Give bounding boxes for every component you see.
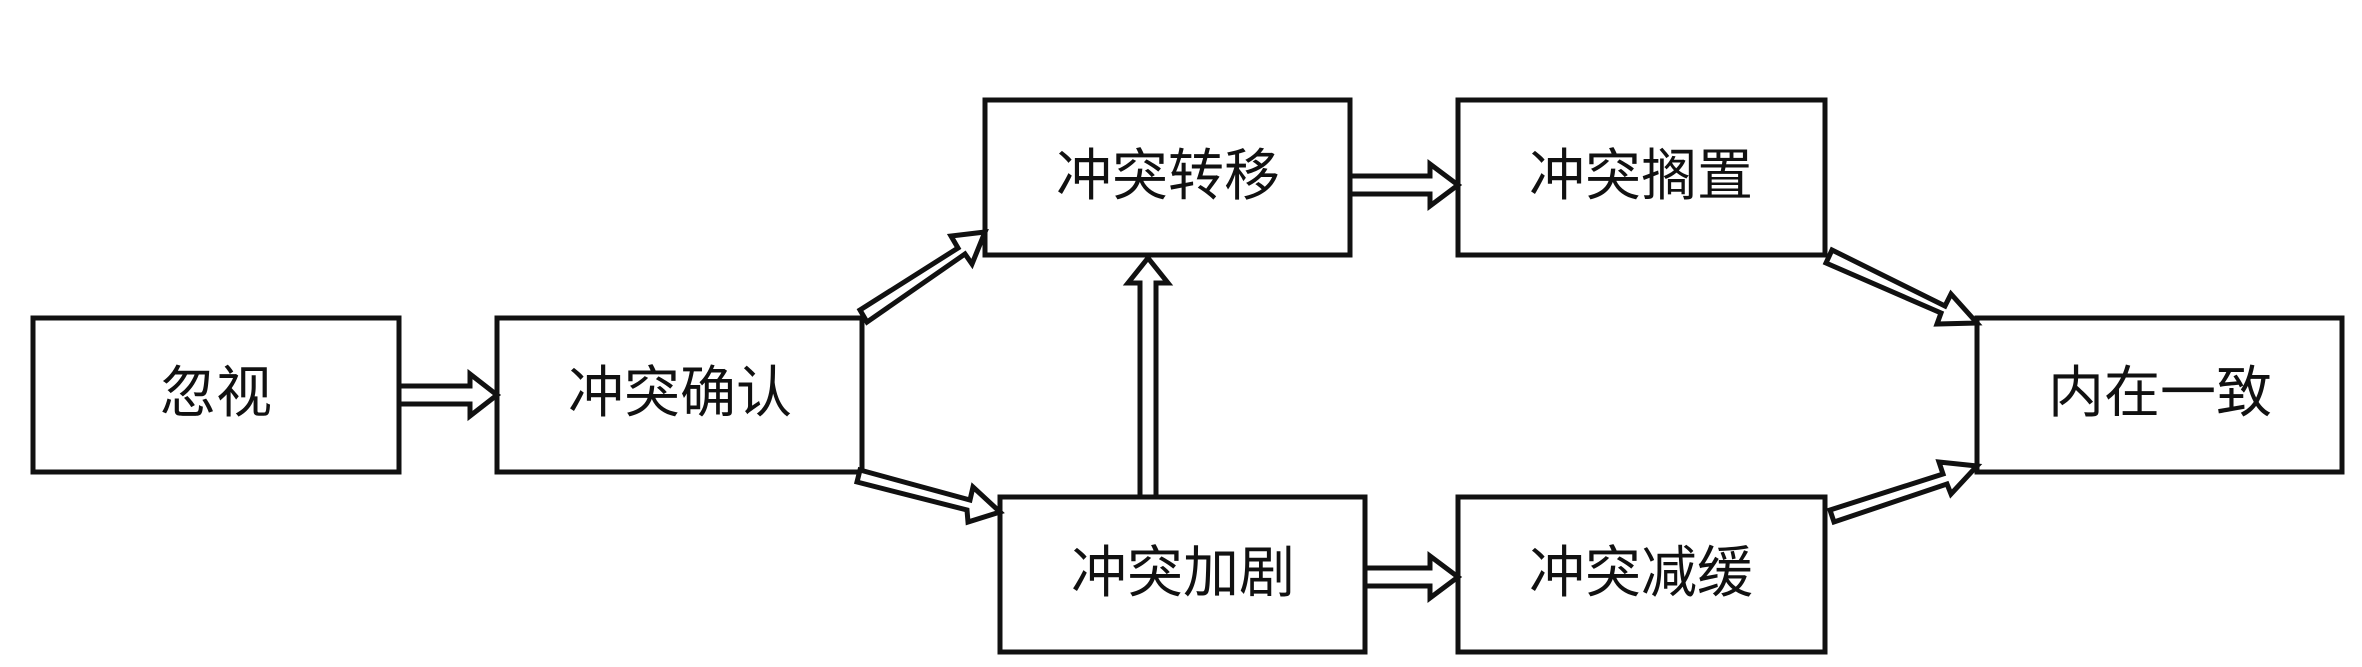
arrow-ignore-to-confirm [396, 368, 502, 422]
node-transfer-label: 冲突转移 [1056, 144, 1280, 209]
node-intensify: 冲突加剧 [997, 494, 1368, 655]
arrow-confirm-to-transfer [856, 229, 989, 326]
node-intensify-label: 冲突加剧 [1071, 541, 1295, 606]
node-consistency: 内在一致 [1974, 315, 2345, 475]
node-ignore: 忽视 [30, 315, 402, 475]
node-consistency-label: 内在一致 [2048, 361, 2272, 426]
arrow-ease-to-consistency [1826, 459, 1983, 526]
node-confirm-label: 冲突确认 [568, 361, 792, 426]
node-shelve: 冲突搁置 [1455, 97, 1828, 258]
arrow-shelve-to-consistency [1822, 246, 1983, 327]
node-transfer: 冲突转移 [982, 97, 1353, 258]
arrow-transfer-to-shelve [1347, 159, 1463, 211]
arrow-intensify-to-transfer [1122, 253, 1174, 500]
node-ease-label: 冲突减缓 [1529, 541, 1753, 606]
node-confirm: 冲突确认 [494, 315, 865, 475]
node-shelve-label: 冲突搁置 [1529, 144, 1753, 209]
node-ease: 冲突减缓 [1455, 494, 1828, 655]
arrow-intensify-to-ease [1362, 551, 1463, 603]
arrow-confirm-to-intensify [853, 466, 1005, 526]
node-ignore-label: 忽视 [160, 361, 272, 426]
